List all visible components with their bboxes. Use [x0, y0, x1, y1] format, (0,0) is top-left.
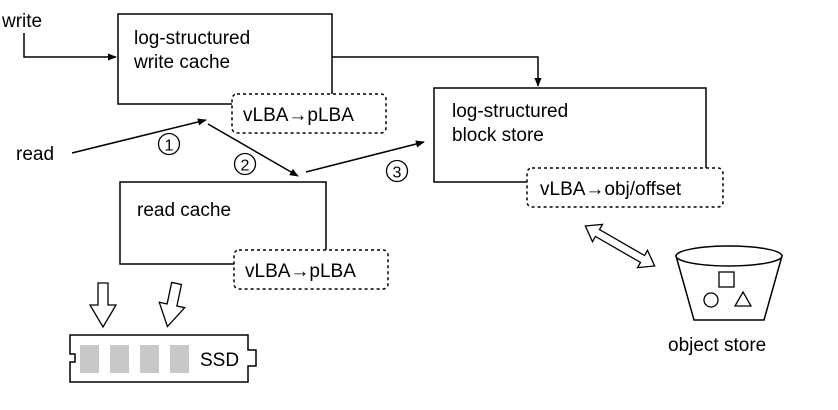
write-arrow — [23, 33, 117, 61]
ssd-read-hollow-arrow — [158, 281, 186, 328]
ssd-chip — [140, 345, 159, 373]
writeback-arrow — [332, 56, 542, 87]
read-to-store-arrow — [305, 140, 425, 173]
step-3-marker: 3 — [385, 159, 409, 183]
square-shape — [718, 271, 735, 288]
read-to-cache-arrow — [207, 123, 299, 177]
triangle-shape — [733, 290, 753, 307]
write-cache-map: vLBA→pLBA — [231, 93, 387, 134]
ssd-chip — [80, 345, 99, 373]
read-cache-title: read cache — [137, 200, 231, 221]
step-1-marker: 1 — [157, 132, 181, 156]
write-cache-title-line1: log-structured — [134, 28, 250, 49]
write-cache-title-line2: write cache — [133, 52, 230, 73]
read-cache-map-label: vLBA→pLBA — [245, 261, 356, 282]
block-store-title-line2: block store — [452, 125, 544, 146]
step-2-marker: 2 — [233, 152, 257, 176]
read-cache-map: vLBA→pLBA — [233, 249, 389, 290]
write-cache-box: log-structured write cache — [117, 13, 333, 105]
ssd-write-hollow-arrow — [88, 282, 118, 329]
ssd-chip — [110, 345, 129, 373]
circle-shape — [703, 292, 719, 308]
step-3-number: 3 — [393, 165, 402, 182]
block-store-title-line1: log-structured — [452, 101, 568, 122]
step-2-number: 2 — [241, 158, 250, 175]
read-arrow — [71, 118, 207, 154]
write-cache-map-label: vLBA→pLBA — [243, 105, 354, 126]
block-object-double-arrow — [584, 223, 656, 269]
step-1-number: 1 — [165, 138, 174, 155]
write-label: write — [1, 11, 42, 32]
object-store-bucket — [675, 245, 783, 321]
ssd-chip — [170, 345, 189, 373]
read-label: read — [16, 144, 54, 165]
object-store-label: object store — [668, 335, 766, 356]
ssd-device: SSD — [69, 334, 257, 383]
block-store-map-label: vLBA→obj/offset — [540, 179, 682, 200]
block-store-map: vLBA→obj/offset — [526, 167, 724, 208]
ssd-label: SSD — [200, 350, 239, 371]
